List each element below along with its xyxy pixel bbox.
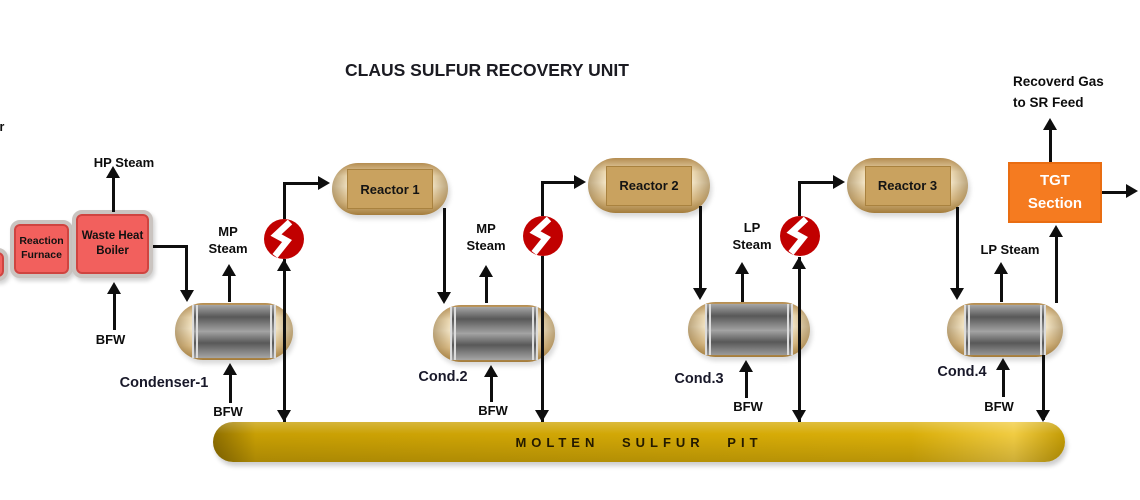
arrowhead-cond4-drain bbox=[1036, 410, 1050, 422]
tube-bundle bbox=[450, 307, 538, 360]
reheater-2-icon bbox=[523, 216, 563, 256]
arrowhead-cond4-inlet bbox=[950, 288, 964, 300]
pipe-recovered-gas bbox=[1049, 130, 1052, 162]
arrowhead-bfw-cond1 bbox=[223, 363, 237, 375]
arrowhead-tgt-inlet bbox=[1049, 225, 1063, 237]
reactor-3-label: Reactor 3 bbox=[864, 165, 951, 206]
pipe-bfw-whb bbox=[113, 294, 116, 330]
tube-bundle bbox=[705, 304, 793, 355]
reactor-1-vessel: Reactor 1 bbox=[332, 163, 448, 215]
bfw-label-cond2: BFW bbox=[478, 403, 508, 418]
arrowhead-mp-steam-2 bbox=[479, 265, 493, 277]
arrowhead-reactor2-inlet bbox=[574, 175, 586, 189]
bfw-label-whb: BFW bbox=[95, 332, 126, 347]
pipe-reactor1-cond2 bbox=[443, 208, 446, 292]
mp-steam-label-2: MP Steam bbox=[466, 221, 506, 253]
pipe-tgt-outlet bbox=[1102, 191, 1128, 194]
pipe-lp-steam-3 bbox=[741, 274, 744, 302]
feed-drum-partial bbox=[0, 248, 8, 281]
arrowhead-lp-steam-4 bbox=[994, 262, 1008, 274]
condenser-3-label: Cond.3 bbox=[674, 371, 724, 387]
pipe-mp-steam-2 bbox=[485, 277, 488, 303]
condenser-4-label: Cond.4 bbox=[937, 364, 987, 380]
pipe-whb-cond1 bbox=[153, 245, 188, 248]
condenser-3-vessel bbox=[688, 302, 810, 357]
tgt-section-label: TGT Section bbox=[1027, 172, 1083, 212]
pipe-reheater1-up bbox=[283, 183, 286, 219]
arrowhead-reactor3-inlet bbox=[833, 175, 845, 189]
arrowhead-cond1-drain bbox=[277, 410, 291, 422]
reactor-3-vessel: Reactor 3 bbox=[847, 158, 968, 213]
lp-steam-label-4: LP Steam bbox=[980, 242, 1040, 257]
pipe-lp-steam-4 bbox=[1000, 274, 1003, 302]
condenser-2-label: Cond.2 bbox=[418, 369, 468, 385]
arrowhead-cond3-drain bbox=[792, 410, 806, 422]
pipe-hp-steam bbox=[112, 178, 115, 212]
waste-heat-boiler: Waste Heat Boiler bbox=[72, 210, 153, 278]
lp-steam-label-3: LP Steam bbox=[732, 220, 772, 252]
air-label: Air bbox=[0, 120, 5, 134]
tube-bundle bbox=[192, 305, 276, 358]
condenser-1-vessel bbox=[175, 303, 293, 360]
reactor-2-label: Reactor 2 bbox=[606, 165, 692, 206]
arrowhead-bfw-cond2 bbox=[484, 365, 498, 377]
arrowhead-cond2-drain bbox=[535, 410, 549, 422]
pipe-cond1-riser bbox=[283, 259, 286, 422]
waste-heat-boiler-label: Waste Heat Boiler bbox=[81, 230, 144, 257]
reheater-1-icon bbox=[264, 219, 304, 259]
arrowhead-cond3-inlet bbox=[693, 288, 707, 300]
pipe-cond4-drain bbox=[1042, 332, 1045, 420]
pipe-mp-steam-1 bbox=[228, 276, 231, 302]
reaction-furnace: Reaction Furnace bbox=[10, 220, 73, 278]
condenser-4-vessel bbox=[947, 303, 1063, 357]
pipe-bfw-cond1 bbox=[229, 375, 232, 403]
arrowhead-bfw-cond3 bbox=[739, 360, 753, 372]
bfw-label-cond1: BFW bbox=[213, 404, 243, 419]
arrowhead-mp-steam-1 bbox=[222, 264, 236, 276]
pipe-reheater1-reactor1 bbox=[283, 182, 320, 185]
arrowhead-tgt-outlet bbox=[1126, 184, 1138, 198]
arrowhead-bfw-whb bbox=[107, 282, 121, 294]
pipe-cond3-riser bbox=[798, 257, 801, 422]
hp-steam-label: HP Steam bbox=[93, 155, 155, 170]
pipe-reheater3-reactor3 bbox=[798, 181, 835, 184]
bfw-label-cond3: BFW bbox=[733, 399, 763, 414]
mp-steam-label-1: MP Steam bbox=[208, 224, 248, 256]
molten-sulfur-pit-label: MOLTEN SULFUR PIT bbox=[515, 434, 763, 450]
arrowhead-cond1-to-reheater bbox=[277, 259, 291, 271]
pipe-bfw-cond2 bbox=[490, 377, 493, 402]
recovered-gas-label: Recoverd Gas to SR Feed bbox=[1013, 74, 1104, 110]
pipe-bfw-cond3 bbox=[745, 372, 748, 398]
condenser-2-vessel bbox=[433, 305, 555, 362]
arrowhead-whb-cond1 bbox=[180, 290, 194, 302]
pipe-reheater2-up bbox=[541, 182, 544, 216]
pipe-cond2-riser bbox=[541, 256, 544, 422]
reaction-furnace-label: Reaction Furnace bbox=[19, 235, 64, 261]
molten-sulfur-pit: MOLTEN SULFUR PIT bbox=[213, 422, 1065, 462]
pipe-reheater3-up bbox=[798, 182, 801, 216]
reheater-3-icon bbox=[780, 216, 820, 256]
arrowhead-recovered-gas bbox=[1043, 118, 1057, 130]
reactor-1-label: Reactor 1 bbox=[347, 169, 433, 209]
arrowhead-cond3-to-reheater bbox=[792, 257, 806, 269]
arrowhead-hp-steam bbox=[106, 166, 120, 178]
pipe-reactor3-cond4 bbox=[956, 207, 959, 288]
pipe-reheater2-reactor2 bbox=[541, 181, 576, 184]
arrowhead-bfw-cond4 bbox=[996, 358, 1010, 370]
tgt-section: TGT Section bbox=[1008, 162, 1102, 223]
pipe-reactor2-cond3 bbox=[699, 206, 702, 288]
pipe-bfw-cond4 bbox=[1002, 370, 1005, 397]
tube-bundle bbox=[964, 305, 1046, 355]
pipe-cond4-tgt bbox=[1055, 237, 1058, 303]
condenser-1-label: Condenser-1 bbox=[119, 375, 209, 391]
diagram-title: CLAUS SULFUR RECOVERY UNIT bbox=[345, 60, 629, 80]
reactor-2-vessel: Reactor 2 bbox=[588, 158, 710, 213]
arrowhead-reactor1-inlet bbox=[318, 176, 330, 190]
bfw-label-cond4: BFW bbox=[984, 399, 1014, 414]
arrowhead-cond2-inlet bbox=[437, 292, 451, 304]
pipe-whb-cond1-drop bbox=[185, 245, 188, 290]
arrowhead-lp-steam-3 bbox=[735, 262, 749, 274]
